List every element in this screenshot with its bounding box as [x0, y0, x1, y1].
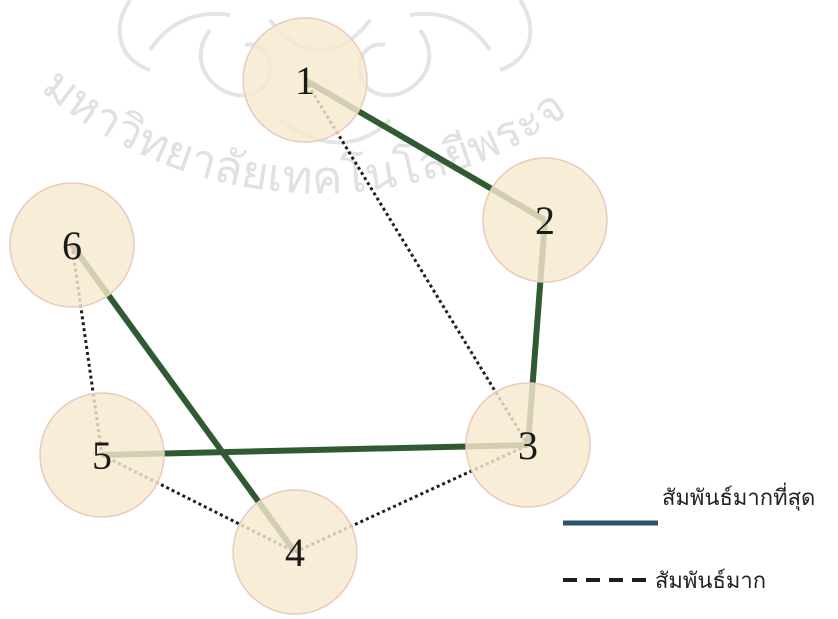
- legend-strongest-label: สัมพันธ์มากที่สุด: [662, 482, 815, 511]
- node-5: 5: [39, 392, 165, 518]
- node-label: 1: [295, 58, 315, 103]
- node-layer: 1 2 3 4 5 6: [9, 17, 608, 615]
- node-2: 2: [482, 157, 608, 283]
- edge-5-3: [101, 442, 529, 458]
- node-label: 6: [62, 223, 82, 268]
- edge-1-3: [303, 79, 530, 446]
- node-6: 6: [9, 182, 135, 308]
- node-circle: [465, 382, 591, 508]
- node-1: 1: [242, 17, 368, 143]
- node-label: 2: [535, 198, 555, 243]
- edge-6-4: [69, 243, 298, 554]
- node-circle: [482, 157, 608, 283]
- node-3: 3: [465, 382, 591, 508]
- node-label: 5: [92, 433, 112, 478]
- node-circle: [9, 182, 135, 308]
- node-4: 4: [232, 489, 358, 615]
- legend: สัมพันธ์มากที่สุด สัมพันธ์มาก: [563, 482, 815, 594]
- node-circle: [232, 489, 358, 615]
- node-circle: [39, 392, 165, 518]
- node-label: 4: [285, 530, 305, 575]
- node-label: 3: [518, 423, 538, 468]
- legend-strong-label: สัมพันธ์มาก: [655, 569, 766, 594]
- node-circle: [242, 17, 368, 143]
